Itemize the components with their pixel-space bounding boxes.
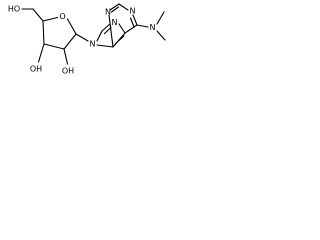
bond-c8-n7 [101,23,111,32]
bond-n6-methyl-lower [156,30,166,41]
bond-c1-c2 [63,33,77,50]
atom-label-n3: N [105,8,111,17]
atom-label-ring-oxygen: O [59,12,65,21]
bond-c4-o4 [42,16,59,22]
bond-c6-n1-double [129,17,135,28]
atom-label-oh-c2: OH [62,67,74,76]
bond-c2-c3 [43,43,65,50]
bond-n1-c2 [118,3,129,11]
bond-n9-c8 [96,30,103,42]
bond-n3-c4 [108,14,114,48]
bond-c4-c5-purine-double [114,35,125,45]
atom-label-n7: N [112,18,118,27]
bond-c2-n3-double [110,6,120,13]
bond-c5-c6 [124,24,138,34]
atom-label-n6: N [150,23,156,32]
bond-c6-n6 [136,24,149,28]
bond-c3-c4 [42,20,45,45]
bond-c6-n1 [132,14,138,26]
bond-o4-c1 [66,18,77,35]
bond-c4-c5 [32,8,44,22]
bond-n9-c4 [96,44,114,48]
atom-label-ho: HO [8,5,20,14]
molecule-structure-diagram: HO O OH OH N N N N N [8,3,166,76]
bond-c8-n7-double [103,26,112,35]
atom-label-n1: N [130,7,136,16]
bond-c2-oh [63,48,69,65]
bond-n7-c5 [118,23,126,34]
atom-label-n9: N [90,40,96,49]
bond-n6-methyl-upper [156,11,165,25]
bond-c3-oh [37,43,45,63]
bond-c2-n3 [109,3,120,11]
bond-c1-n9 [75,33,89,42]
bonds [21,3,166,65]
atom-label-oh-c3: OH [30,65,42,74]
atom-labels: HO O OH OH N N N N N [8,5,156,76]
